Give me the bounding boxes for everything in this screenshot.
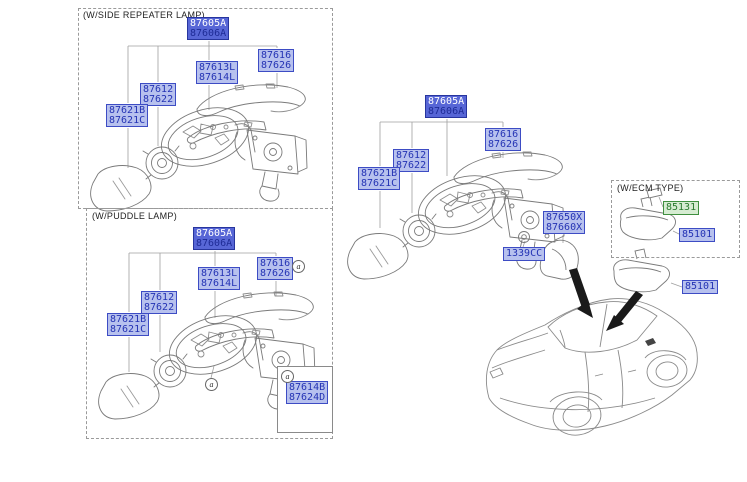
part-number: 87626 <box>260 267 291 279</box>
part-number: 87621C <box>110 323 147 335</box>
part-number: 87605A <box>428 96 465 107</box>
part-number: 85101 <box>685 281 716 292</box>
part-label-ecm-module[interactable]: 85131 <box>663 201 700 215</box>
ref-marker-a-inset: a <box>281 370 294 383</box>
part-label-base-cover[interactable]: 87650X 87660X <box>543 211 586 234</box>
part-label-actuator-pd[interactable]: 87612 87622 <box>141 291 178 314</box>
part-label-mirror-assy-sr[interactable]: 87605A 87606A <box>187 17 230 40</box>
part-label-ecm-mirror[interactable]: 85101 <box>679 228 716 242</box>
part-label-mirror-assy-pd[interactable]: 87605A 87606A <box>193 227 236 250</box>
part-number: 85101 <box>682 229 713 240</box>
part-number: 87622 <box>396 159 427 171</box>
part-label-glass-main[interactable]: 87621B 87621C <box>358 167 401 190</box>
part-number: 87605A <box>190 18 227 29</box>
pointer-arrow-outside-mirror <box>569 268 593 318</box>
puddle-section-box <box>86 208 333 439</box>
part-number: 87614B <box>289 382 326 393</box>
inside-mirror-drawing <box>613 248 670 293</box>
part-number: 87614L <box>201 277 238 289</box>
part-number: 85131 <box>666 202 697 213</box>
ref-marker-a-scalp: a <box>292 260 305 273</box>
part-number: 87621B <box>361 168 398 179</box>
part-label-scalp-pd[interactable]: 87616 87626 <box>257 257 294 280</box>
part-number: 87606A <box>190 27 227 39</box>
ecm-section-title: (W/ECM TYPE) <box>617 183 684 193</box>
part-number: 87612 <box>396 150 427 161</box>
puddle-section-title: (W/PUDDLE LAMP) <box>92 211 178 221</box>
part-number: 87606A <box>428 105 465 117</box>
part-label-glass-sr[interactable]: 87621B 87621C <box>106 104 149 127</box>
part-number: 1339CC <box>506 248 543 259</box>
part-label-actuator-sr[interactable]: 87612 87622 <box>140 83 177 106</box>
ecm-mirror-drawing <box>619 187 676 241</box>
part-number: 87614L <box>199 71 236 83</box>
screw-cap-drawing <box>518 231 530 243</box>
part-number: 87622 <box>144 301 175 313</box>
side-repeater-section-title: (W/SIDE REPEATER LAMP) <box>83 10 205 20</box>
part-label-glass-pd[interactable]: 87621B 87621C <box>107 313 150 336</box>
pointer-arrow-inside-mirror <box>606 291 643 331</box>
part-label-scalp-main[interactable]: 87616 87626 <box>485 128 522 151</box>
part-label-scalp-sr[interactable]: 87616 87626 <box>258 49 295 72</box>
ref-marker-a-assembly: a <box>205 378 218 391</box>
part-label-holder-sr[interactable]: 87613L 87614L <box>196 61 239 84</box>
part-number: 87621B <box>110 314 147 325</box>
part-number: 87612 <box>144 292 175 303</box>
part-label-puddle-lamp[interactable]: 87614B 87624D <box>286 381 329 404</box>
part-label-inside-mirror[interactable]: 85101 <box>682 280 719 294</box>
part-number: 87660X <box>546 221 583 233</box>
part-label-mirror-assy-main[interactable]: 87605A 87606A <box>425 95 468 118</box>
ecm-section-box <box>611 180 740 258</box>
part-label-holder-pd[interactable]: 87613L 87614L <box>198 267 241 290</box>
car-drawing <box>485 298 698 436</box>
part-number: 87616 <box>260 258 291 269</box>
part-number: 87624D <box>289 391 326 403</box>
part-number: 87650X <box>546 212 583 223</box>
part-number: 87622 <box>143 93 174 105</box>
part-number: 87606A <box>196 237 233 249</box>
part-number: 87616 <box>488 129 519 140</box>
part-number: 87612 <box>143 84 174 95</box>
part-number: 87605A <box>196 228 233 239</box>
part-number: 87626 <box>261 59 292 71</box>
part-number: 87616 <box>261 50 292 61</box>
part-number: 87621C <box>109 114 146 126</box>
part-number: 87626 <box>488 138 519 150</box>
part-label-screw[interactable]: 1339CC <box>503 247 546 261</box>
part-number: 87621C <box>361 177 398 189</box>
part-number: 87613L <box>201 268 238 279</box>
part-number: 87621B <box>109 105 146 116</box>
part-number: 87613L <box>199 62 236 73</box>
